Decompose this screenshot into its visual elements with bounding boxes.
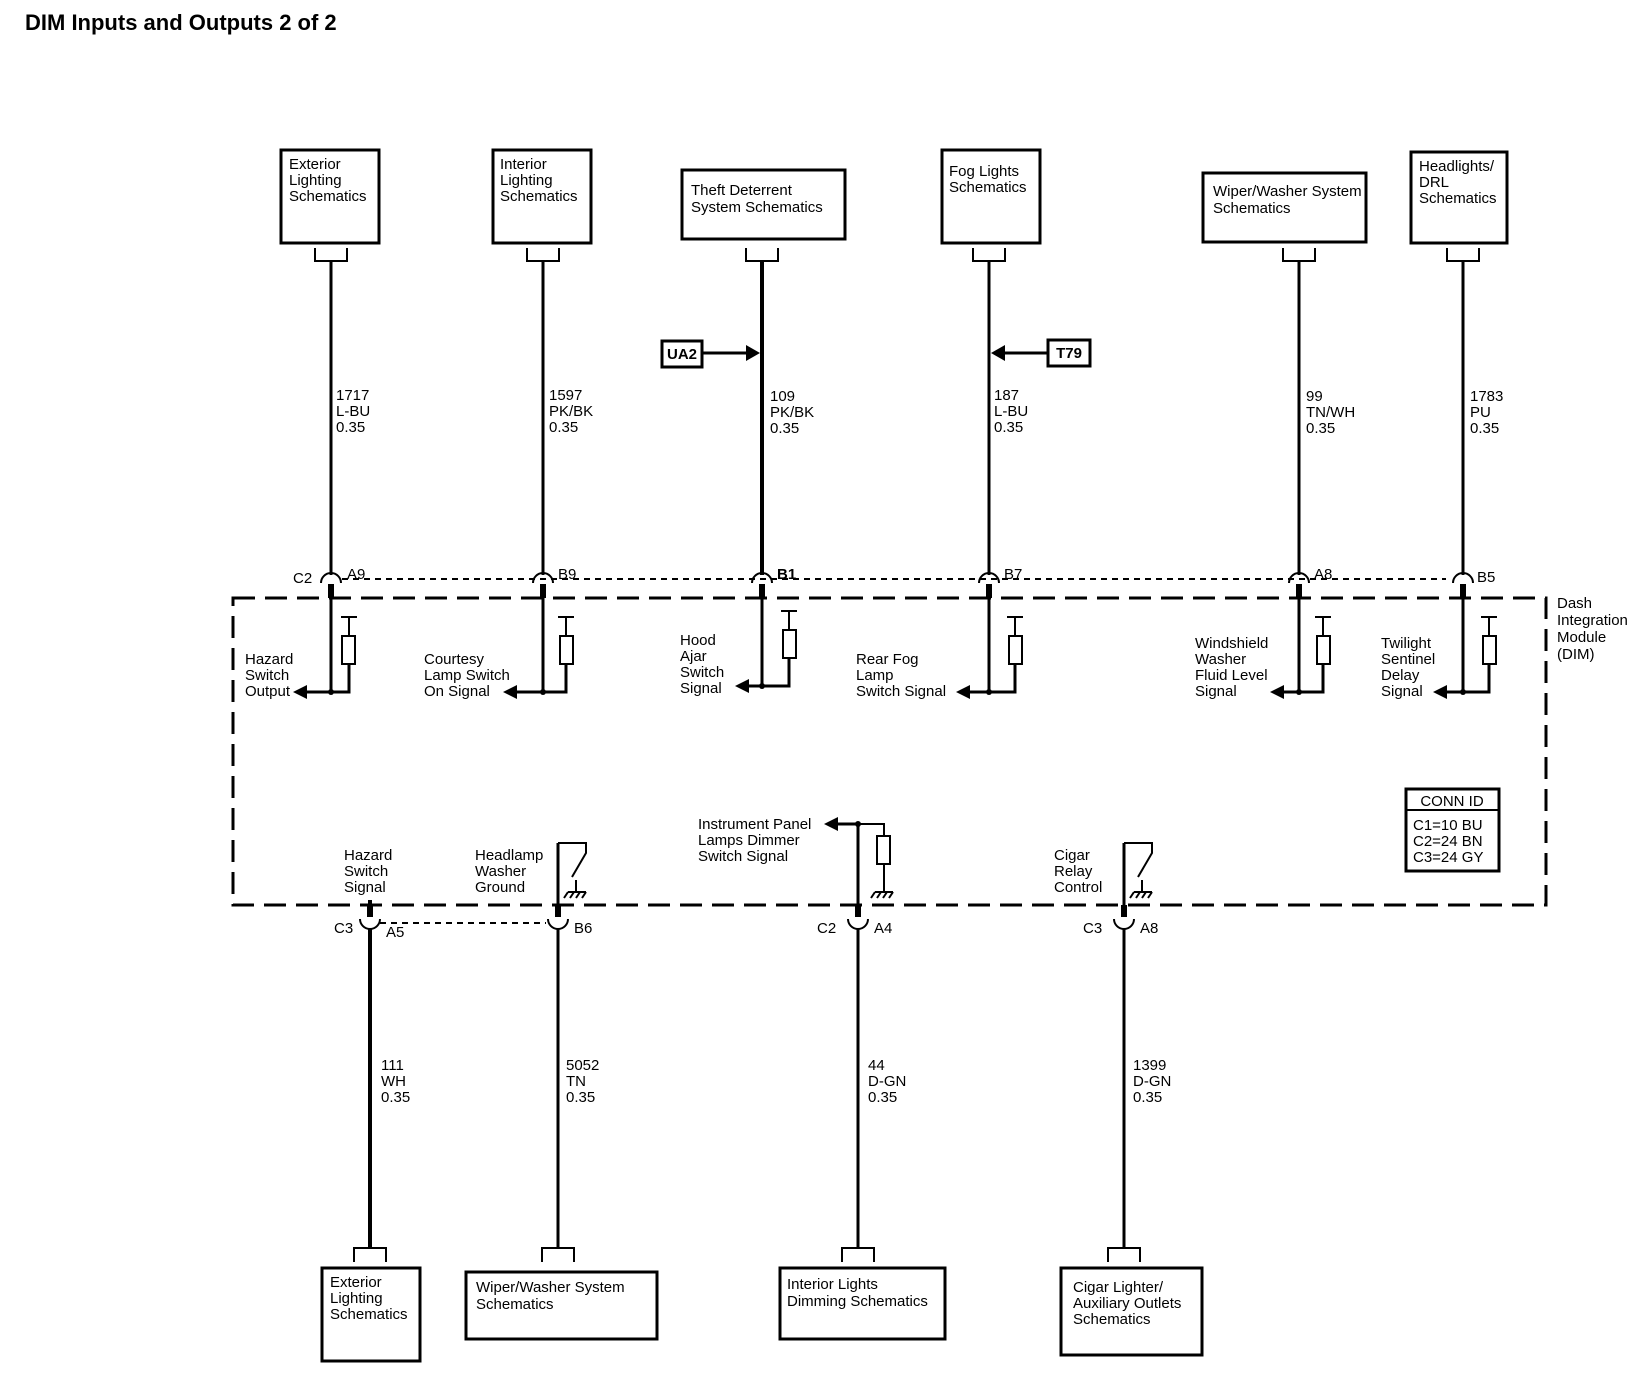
top-box-exterior-lighting: Exterior Lighting Schematics [279,148,381,245]
bottom-wires [368,929,1126,1248]
pin-label: A5 [386,924,404,941]
module-label: Dash Integration Module (DIM) [1557,595,1632,663]
signal-label: Instrument Panel Lamps Dimmer Switch Sig… [698,816,816,865]
bottom-box-cigar-lighter: Cigar Lighter/ Auxiliary Outlets Schemat… [1059,1266,1204,1357]
bottom-box-interior-lights-dimming: Interior Lights Dimming Schematics [778,1266,947,1341]
top-box-stubs [314,248,1480,262]
pin-label: A4 [874,920,892,937]
pin-label: B1 [777,566,796,583]
internal-top-circuits [293,598,1497,699]
signal-label: Courtesy Lamp Switch On Signal [424,651,514,700]
top-box-wiper-washer: Wiper/Washer System Schematics [1201,171,1368,244]
box-label: Theft Deterrent System Schematics [691,182,823,216]
pin-label: A9 [347,566,365,583]
pin-label: B7 [1004,566,1022,583]
ref-tag-ua2: UA2 [660,339,760,369]
bottom-box-wiper-washer: Wiper/Washer System Schematics [464,1270,659,1341]
signal-label: Cigar Relay Control [1054,847,1102,896]
top-connector-symbols [320,572,1474,598]
top-connector-label: C2 [293,570,312,587]
top-box-theft-deterrent: Theft Deterrent System Schematics [680,168,847,241]
svg-text:T79: T79 [1056,345,1082,362]
ref-tag-t79: T79 [991,338,1092,368]
bottom-connector-label: C3 [334,920,353,937]
signal-label: Twilight Sentinel Delay Signal [1381,635,1439,700]
bottom-connector-label: C2 [817,920,836,937]
pin-label: A8 [1314,566,1332,583]
page-title: DIM Inputs and Outputs 2 of 2 [25,10,337,35]
internal-bottom-circuits [368,817,1153,905]
pin-label: B6 [574,920,592,937]
bottom-connector-label: C3 [1083,920,1102,937]
box-label: Interior Lighting Schematics [500,156,578,205]
signal-label: Windshield Washer Fluid Level Signal [1195,635,1273,700]
svg-text:UA2: UA2 [667,346,697,363]
top-wires [329,261,1465,575]
box-label: Wiper/Washer System Schematics [1213,183,1366,217]
pin-label: A8 [1140,920,1158,937]
wire-label-5052: 5052 TN 0.35 [566,1057,604,1106]
wire-label-1717: 1717 L-BU 0.35 [336,387,374,436]
wire-label-111: 111 WH 0.35 [381,1057,410,1106]
conn-id-row: C3=24 GY [1413,849,1483,866]
pin-label: B5 [1477,569,1495,586]
conn-id-row: C1=10 BU [1413,817,1483,834]
box-label: Exterior Lighting Schematics [289,156,367,205]
box-label: Fog Lights Schematics [949,163,1027,196]
box-label: Cigar Lighter/ Auxiliary Outlets Schemat… [1073,1279,1186,1328]
conn-id-row: C2=24 BN [1413,833,1483,850]
signal-label: Hood Ajar Switch Signal [680,632,728,697]
conn-id-table: CONN ID C1=10 BU C2=24 BN C3=24 GY [1404,787,1501,873]
top-box-fog-lights: Fog Lights Schematics [940,148,1042,245]
box-label: Wiper/Washer System Schematics [476,1279,629,1313]
signal-label: Hazard Switch Output [245,651,298,700]
wire-label-187: 187 L-BU 0.35 [994,387,1032,436]
wire-label-44: 44 D-GN 0.35 [868,1057,911,1106]
signal-label: Headlamp Washer Ground [475,847,548,896]
wire-label-1597: 1597 PK/BK 0.35 [549,387,597,436]
top-box-headlights-drl: Headlights/ DRL Schematics [1409,150,1509,245]
wire-label-1783: 1783 PU 0.35 [1470,388,1508,437]
box-label: Interior Lights Dimming Schematics [787,1276,928,1310]
signal-label: Hazard Switch Signal [344,847,397,896]
wire-label-99: 99 TN/WH 0.35 [1306,388,1359,437]
wire-label-109: 109 PK/BK 0.35 [770,388,818,437]
bottom-box-stubs [353,1247,1141,1262]
signal-label: Rear Fog Lamp Switch Signal [856,651,946,700]
dim-module-outline [231,596,1548,907]
box-label: Headlights/ DRL Schematics [1419,158,1498,207]
box-label: Exterior Lighting Schematics [330,1274,408,1323]
conn-id-header: CONN ID [1420,793,1484,810]
bottom-box-exterior-lighting: Exterior Lighting Schematics [320,1266,422,1363]
wire-label-1399: 1399 D-GN 0.35 [1133,1057,1176,1106]
bottom-connector-symbols [359,905,1135,930]
pin-label: B9 [558,566,576,583]
top-box-interior-lighting: Interior Lighting Schematics [491,148,593,245]
